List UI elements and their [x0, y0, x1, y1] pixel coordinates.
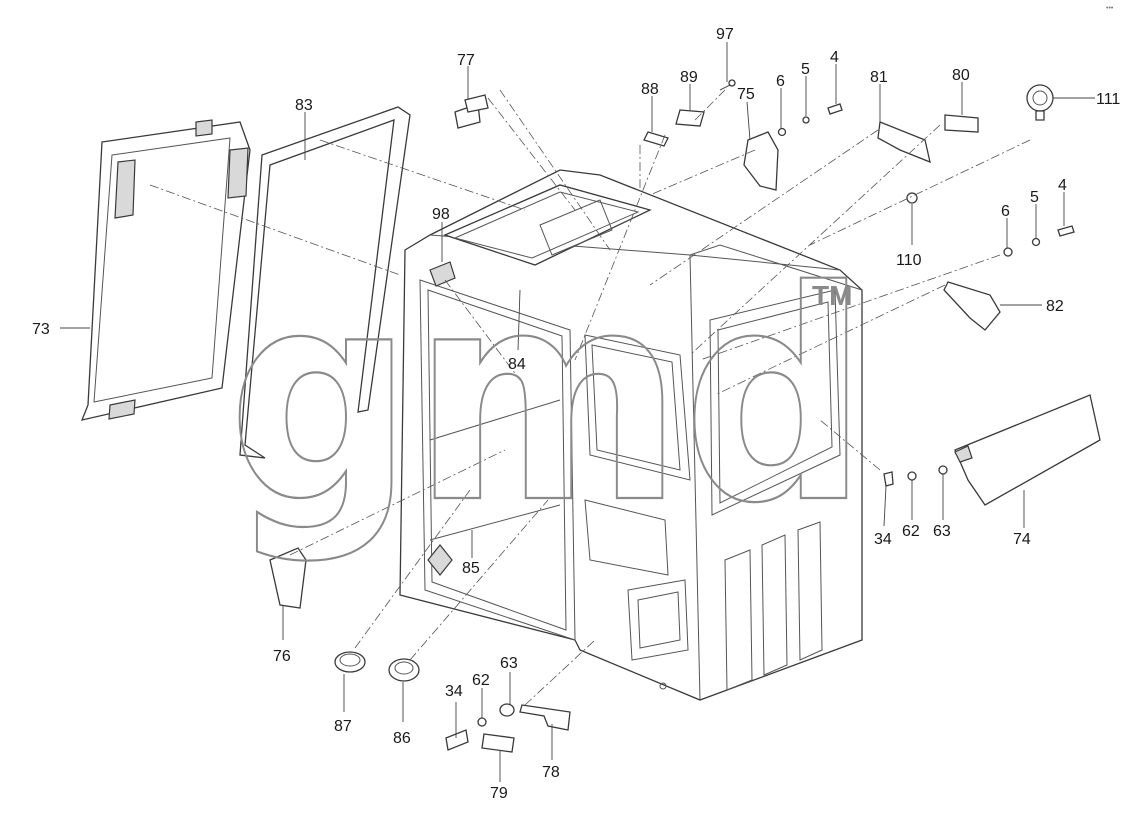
- callout-74: 74: [1013, 531, 1031, 548]
- callout-62-bottom: 62: [472, 672, 490, 689]
- watermark-text: gmd: [228, 230, 868, 567]
- callout-81: 81: [870, 69, 888, 86]
- callout-75: 75: [737, 86, 755, 103]
- callout-86: 86: [393, 730, 411, 747]
- callout-labels: 73 83 77 97 88 89 75 6 5 4 81 80 111 98 …: [32, 26, 1120, 802]
- watermark-trademark: TM: [812, 280, 852, 311]
- callout-87: 87: [334, 718, 352, 735]
- door-frame-73: [80, 119, 251, 421]
- callout-110: 110: [896, 252, 922, 269]
- callout-84: 84: [508, 356, 526, 373]
- callout-88: 88: [641, 81, 659, 98]
- callout-111: 111: [1096, 91, 1120, 108]
- callout-83: 83: [295, 97, 313, 114]
- callout-5-right: 5: [1030, 189, 1039, 206]
- callout-85: 85: [462, 560, 480, 577]
- callout-82: 82: [1046, 298, 1064, 315]
- callout-98: 98: [432, 206, 450, 223]
- callout-63-bottom: 63: [500, 655, 518, 672]
- leader-lines: [60, 42, 1095, 782]
- callout-97: 97: [716, 26, 734, 43]
- callout-34-right: 34: [874, 531, 892, 548]
- callout-78: 78: [542, 764, 560, 781]
- small-parts: [269, 79, 1101, 753]
- callout-4-top: 4: [830, 49, 839, 66]
- corner-mark: •••: [1106, 5, 1114, 12]
- callout-5-top: 5: [801, 61, 810, 78]
- callout-79: 79: [490, 785, 508, 802]
- assembly-lines: [149, 89, 1031, 706]
- callout-62-right: 62: [902, 523, 920, 540]
- callout-80: 80: [952, 67, 970, 84]
- callout-4-right: 4: [1058, 177, 1067, 194]
- callout-6-top: 6: [776, 73, 785, 90]
- callout-6-right: 6: [1001, 203, 1010, 220]
- callout-73: 73: [32, 321, 50, 338]
- watermark: gmd TM: [227, 229, 869, 568]
- callout-34-bottom: 34: [445, 683, 463, 700]
- callout-89: 89: [680, 69, 698, 86]
- callout-63-right: 63: [933, 523, 951, 540]
- callout-76: 76: [273, 648, 291, 665]
- door-seal-83: [239, 106, 411, 459]
- callout-77: 77: [457, 52, 475, 69]
